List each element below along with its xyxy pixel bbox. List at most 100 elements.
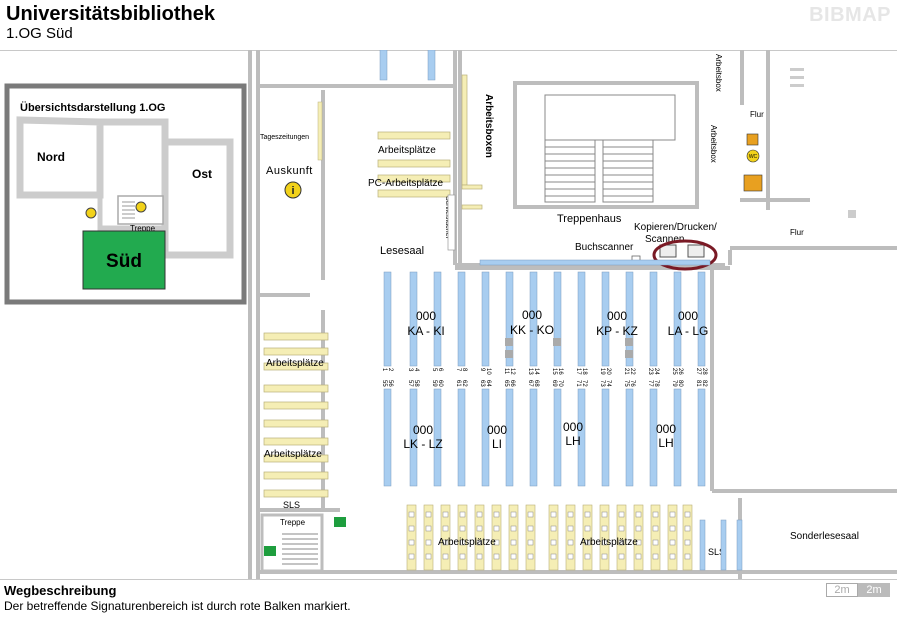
label-arbeitsplaetze-2: Arbeitsplätze [266,358,324,369]
label-arbeitsboxen: Arbeitsboxen [483,94,494,158]
desk [406,504,417,571]
scale-segment: 2m [826,583,858,597]
directions-panel: Wegbeschreibung Der betreffende Signatur… [0,579,897,620]
shelf-upper [409,271,418,367]
copier-icon[interactable] [687,244,705,258]
chair [635,511,642,518]
chair [493,511,500,518]
directions-title: Wegbeschreibung [4,583,117,598]
chair [510,511,517,518]
emergency-exit-icon [264,546,276,556]
page-header: Universitätsbibliothek 1.OG Süd BIBMAP [0,0,897,51]
shelf-number: 22 [629,368,635,375]
desk [508,504,519,571]
shelf-upper [529,271,538,367]
shelf-number: 73 [599,380,605,387]
shelf-number: 14 [533,368,539,375]
shelf-lower [577,388,586,487]
chair [669,525,676,532]
shelf-number: 17 [575,368,581,375]
chair [567,525,574,532]
chair [567,553,574,560]
chair [550,511,557,518]
shelf-number: 59 [431,380,437,387]
floor-map[interactable]: Übersichtsdarstellung 1.OG Nord Ost Trep… [0,50,897,579]
shelf-number: 1 [381,368,387,372]
shelf-number: 15 [551,368,557,375]
shelf-lower [457,388,466,487]
highlight-ring [652,239,718,271]
shelf-area[interactable] [383,271,706,487]
desk [525,504,536,571]
overview-sued-highlight[interactable] [82,230,166,290]
label-treppe: Treppe [280,518,306,527]
chair [510,525,517,532]
wc-icon-text: WC [749,154,758,160]
desk [457,504,468,571]
sig-range-3: KP - KZ [596,324,638,338]
chair [601,539,608,546]
shelf-lower [553,388,562,487]
shelf-number: 7 [455,368,461,372]
chair [459,553,466,560]
shelf-upper [625,271,634,367]
shelf-number: 81 [695,380,701,387]
chair [442,525,449,532]
chair [493,539,500,546]
shelf-number: 78 [653,380,659,387]
shelf-upper [433,271,442,367]
stair-mark [790,76,804,79]
chair [425,553,432,560]
chair [510,539,517,546]
chair [459,511,466,518]
shelf-lower [505,388,514,487]
sig-code-2: 000 [522,308,542,322]
info-icon[interactable] [284,181,302,199]
sig-code-3: 000 [607,309,627,323]
sls-shelves [699,519,743,571]
stairs-south [260,513,324,573]
floor-map-svg[interactable]: Übersichtsdarstellung 1.OG Nord Ost Trep… [0,50,897,579]
chair [425,525,432,532]
chair [527,553,534,560]
chair [425,539,432,546]
chair [684,553,691,560]
shelf-number: 71 [575,380,581,387]
label-schliessfaecher: Schließfächer [444,196,451,239]
shelf-number: 65 [503,380,509,387]
stairwell-landing [544,94,676,141]
shelf-number: 21 [623,368,629,375]
desks-bottom [406,504,693,571]
shelf-number: 75 [623,380,629,387]
shelf-number: 5 [431,368,437,372]
chair [550,539,557,546]
chair [425,511,432,518]
chair [442,539,449,546]
chair [584,553,591,560]
shelf-number: 82 [701,380,707,387]
shelf-number: 2 [387,368,393,372]
chair [408,511,415,518]
shelf-long [479,259,711,266]
chair [527,511,534,518]
chair [459,525,466,532]
copier-icon[interactable] [659,244,677,258]
shelf-upper [697,271,706,367]
chair [408,553,415,560]
chair [442,511,449,518]
chair [408,539,415,546]
overview-title: Übersichtsdarstellung 1.OG [20,101,165,114]
chair [476,511,483,518]
desk [667,504,678,571]
desk [633,504,644,571]
label-auskunft: Auskunft [266,165,313,177]
overview-map[interactable]: Übersichtsdarstellung 1.OG Nord Ost Trep… [4,83,247,305]
label-buchscanner: Buchscanner [575,242,634,253]
directions-text: Der betreffende Signaturenbereich ist du… [4,599,351,613]
shelf-lower [383,388,392,487]
desk [599,504,610,571]
shelf-number: 6 [437,368,443,372]
sig-range-6: LI [492,437,502,451]
shelf-number: 68 [533,380,539,387]
shelf-number: 61 [455,380,461,387]
